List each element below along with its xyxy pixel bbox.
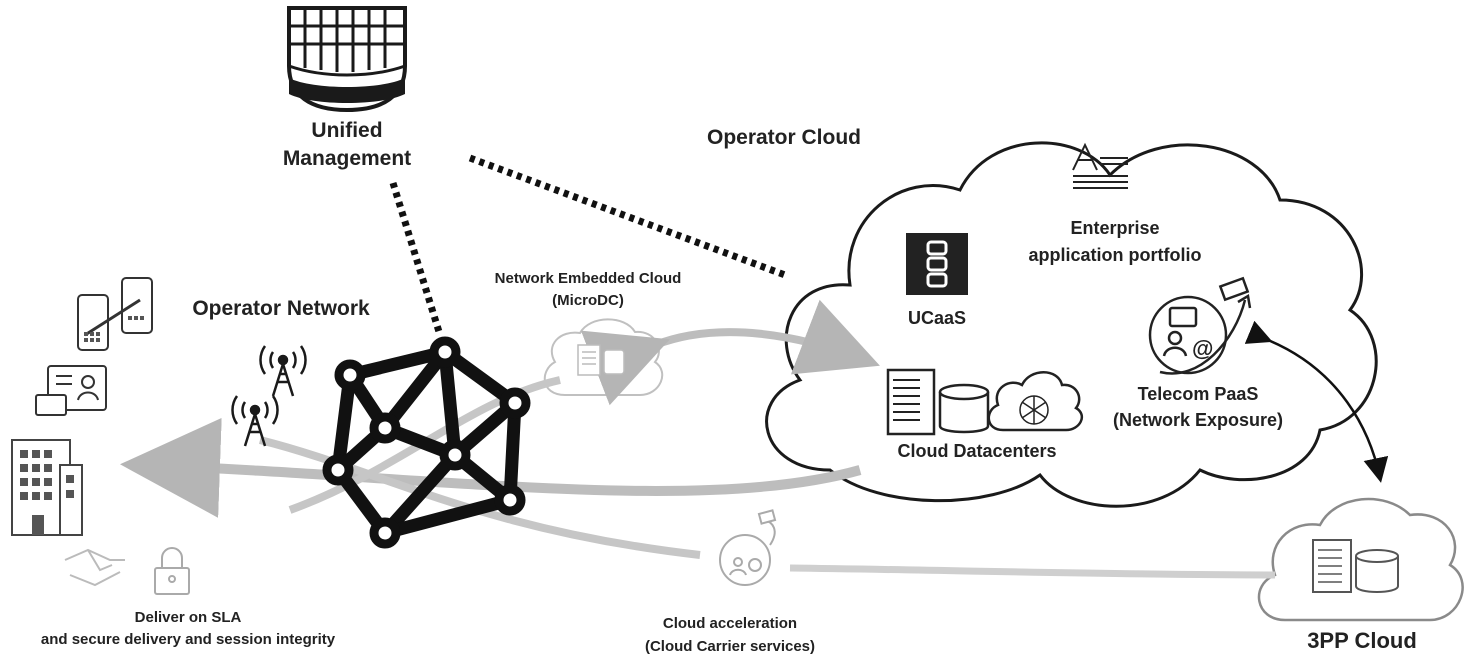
secure-delivery-label: and secure delivery and session integrit… (41, 631, 336, 648)
microdc-server-icon (577, 344, 625, 376)
operator-network-label: Operator Network (192, 297, 370, 320)
operator-cloud-shape (765, 141, 1378, 508)
cloud-carrier-flow (259, 436, 701, 559)
network-exposure-label: (Network Exposure) (1113, 410, 1283, 430)
cloud-carrier-label: (Cloud Carrier services) (645, 638, 815, 655)
network-embedded-cloud-label: Network Embedded Cloud (495, 270, 682, 287)
radio-tower-icon (231, 345, 307, 447)
cloud-acceleration-icon (719, 509, 777, 586)
3pp-datacenter-icon (1312, 539, 1399, 593)
management-link-network (389, 181, 444, 337)
laptop-user-icon (35, 365, 107, 416)
cloud-datacenters-label: Cloud Datacenters (897, 441, 1056, 461)
svg-text:@: @ (1192, 336, 1213, 361)
3pp-flow (789, 564, 1276, 579)
network-mesh-nodes (322, 336, 531, 549)
unified-management-label: Unified (311, 119, 382, 142)
enterprise-label-2: application portfolio (1029, 245, 1202, 265)
padlock-icon (154, 547, 190, 595)
delivery-flow-arrow (120, 417, 862, 518)
operator-cloud-label: Operator Cloud (707, 126, 861, 149)
microdc-cloud-link (580, 299, 880, 406)
document-text-icon (1072, 142, 1128, 189)
office-building-icon (11, 439, 83, 536)
paas-3pp-link (1244, 320, 1389, 483)
microdc-label: (MicroDC) (552, 292, 624, 309)
management-dashboard-icon (287, 6, 407, 113)
microdc-flow (288, 376, 561, 514)
deliver-sla-label: Deliver on SLA (135, 609, 242, 626)
datacenter-cloud-icon (987, 371, 1084, 432)
3pp-cloud-label: 3PP Cloud (1307, 628, 1417, 653)
handshake-icon (64, 548, 125, 587)
unified-management-label-2: Management (283, 147, 411, 170)
network-exposure-icon: @ (1148, 276, 1252, 375)
enterprise-label: Enterprise (1070, 218, 1159, 238)
ucaas-chat-icon (906, 233, 968, 295)
management-link-cloud (468, 154, 787, 279)
telecom-paas-label: Telecom PaaS (1138, 384, 1259, 404)
ucaas-label: UCaaS (908, 308, 966, 328)
cloud-acceleration-label: Cloud acceleration (663, 615, 797, 632)
mobile-phone-icon (77, 277, 153, 351)
server-rack-icon (886, 368, 990, 436)
